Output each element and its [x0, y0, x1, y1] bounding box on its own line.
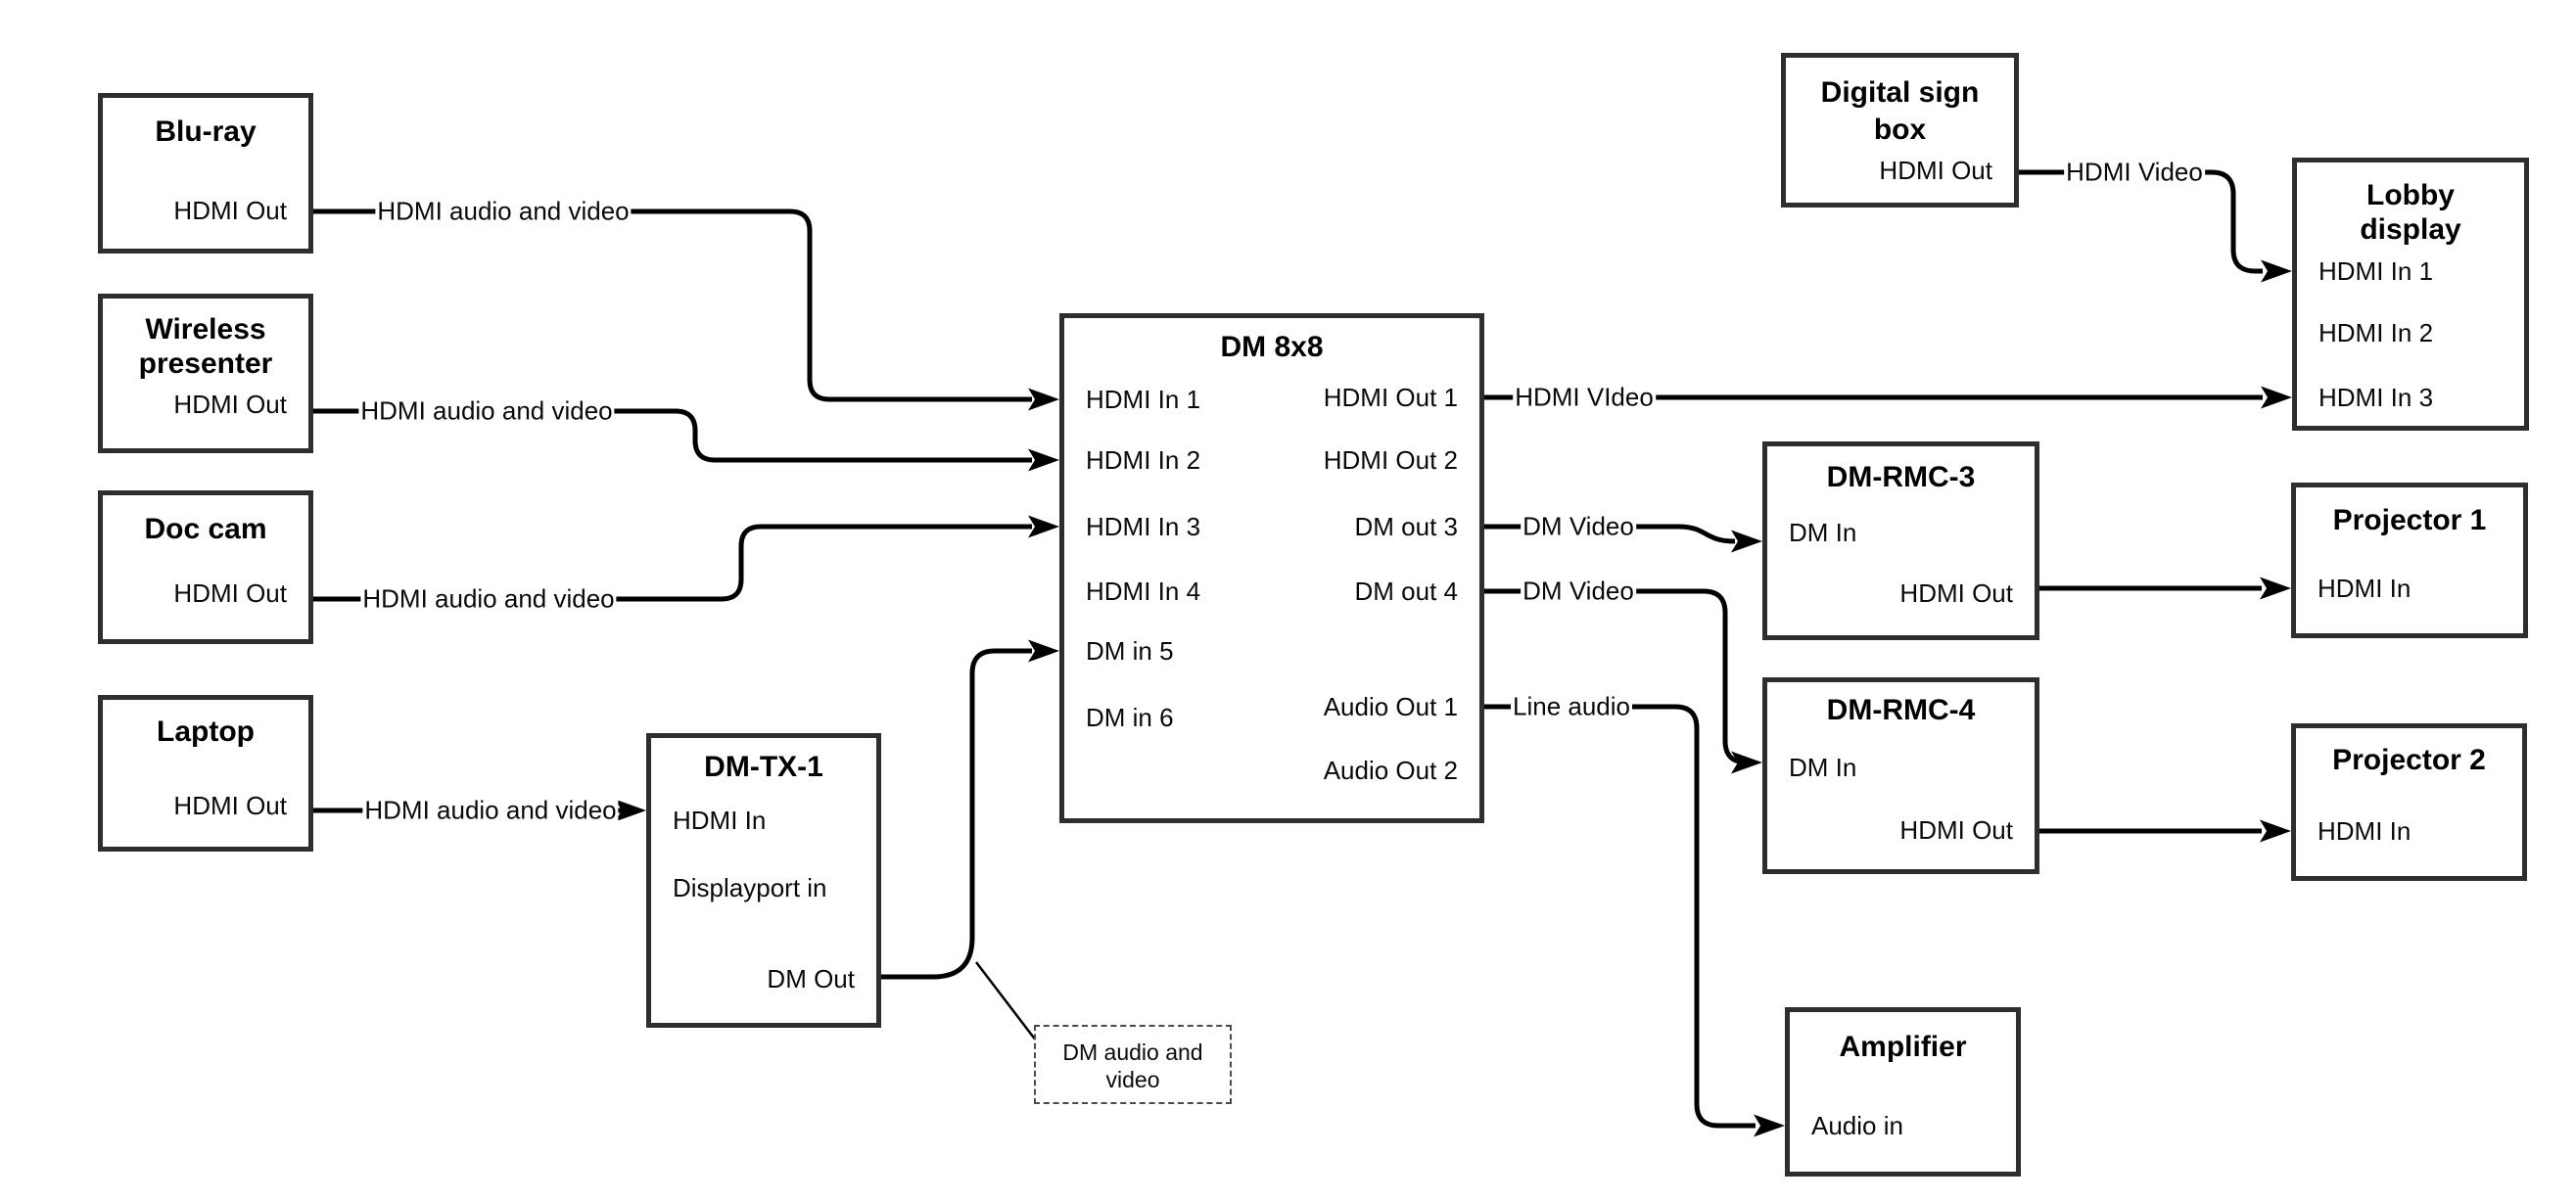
- connector-line-doccam-to-hdmi-in-3: [611, 524, 1032, 602]
- port-projector-1-hdmi-in: HDMI In: [2318, 574, 2412, 603]
- port-dm-8x8-dm-out-4: DM out 4: [1354, 577, 1459, 606]
- port-dm-8x8-hdmi-in-4: HDMI In 4: [1086, 577, 1201, 606]
- wire-label-audio-out-1-to-amplifier: Line audio: [1511, 691, 1632, 722]
- wire-label-dm-out-4-to-rmc4: DM Video: [1521, 576, 1636, 607]
- wire-label-hdmi-out-1-to-lobby: HDMI VIdeo: [1513, 382, 1656, 413]
- port-dm-rmc-4-hdmi-out: HDMI Out: [1899, 815, 2013, 845]
- port-dm-8x8-dm-out-3: DM out 3: [1354, 512, 1459, 541]
- port-dm-tx-1-displayport-in: Displayport in: [673, 873, 827, 902]
- arrowhead-icon: [1731, 530, 1762, 553]
- node-title-dm-rmc-3: DM-RMC-3: [1826, 461, 1976, 493]
- callout-pointer-line: [975, 961, 1037, 1041]
- node-title-dm-8x8: DM 8x8: [1220, 331, 1324, 363]
- port-digital-sign-box-hdmi-out: HDMI Out: [1879, 156, 1992, 185]
- arrowhead-icon: [1731, 751, 1762, 774]
- port-laptop-hdmi-out: HDMI Out: [173, 791, 287, 820]
- port-dm-rmc-4-dm-in: DM In: [1789, 753, 1857, 782]
- connector-line-bluray-to-hdmi-in-1: [624, 208, 1032, 402]
- node-title-projector-1: Projector 1: [2332, 504, 2487, 536]
- node-title-dm-tx-1: DM-TX-1: [704, 751, 823, 783]
- port-projector-2-hdmi-in: HDMI In: [2318, 816, 2412, 846]
- connector-line-dm-out-3-to-rmc3: [1633, 524, 1736, 544]
- node-title-lobby-display: Lobby: [2366, 179, 2455, 211]
- port-dm-8x8-hdmi-in-1: HDMI In 1: [1086, 385, 1201, 414]
- arrowhead-icon: [615, 799, 646, 822]
- wire-label-dm-out-3-to-rmc3: DM Video: [1521, 511, 1636, 542]
- port-lobby-display-hdmi-in-3: HDMI In 3: [2318, 383, 2434, 412]
- port-dm-rmc-3-dm-in: DM In: [1789, 518, 1857, 547]
- callout-text: video: [1105, 1067, 1160, 1092]
- connector-line-dmtx1-to-dm-in-5: [881, 648, 1032, 980]
- port-dm-8x8-hdmi-in-2: HDMI In 2: [1086, 445, 1201, 475]
- port-dm-8x8-hdmi-in-3: HDMI In 3: [1086, 512, 1201, 541]
- node-title-amplifier: Amplifier: [1839, 1031, 1967, 1063]
- wire-label-digital-sign-to-lobby: HDMI Video: [2064, 157, 2205, 188]
- port-dm-8x8-hdmi-out-1: HDMI Out 1: [1323, 383, 1458, 412]
- node-title-digital-sign-box: Digital sign: [1820, 76, 1980, 109]
- arrowhead-icon: [1028, 639, 1059, 663]
- connector-line-dm-out-4-to-rmc4: [1633, 588, 1748, 765]
- port-dm-8x8-audio-out-2: Audio Out 2: [1323, 756, 1458, 785]
- wire-label-doccam-to-hdmi-in-3: HDMI audio and video: [360, 583, 617, 615]
- arrowhead-icon: [2260, 819, 2291, 843]
- port-lobby-display-hdmi-in-2: HDMI In 2: [2318, 318, 2434, 347]
- port-dm-8x8-hdmi-out-2: HDMI Out 2: [1323, 445, 1458, 475]
- arrowhead-icon: [1028, 388, 1059, 411]
- arrowhead-icon: [1754, 1114, 1785, 1137]
- port-amplifier-audio-in: Audio in: [1811, 1111, 1903, 1140]
- node-projector-1: Projector 1 HDMI In: [2291, 483, 2528, 638]
- port-dm-8x8-dm-in-5: DM in 5: [1086, 636, 1174, 666]
- wire-label-wireless-to-hdmi-in-2: HDMI audio and video: [358, 395, 615, 427]
- arrowhead-icon: [2261, 386, 2292, 409]
- node-title-projector-2: Projector 2: [2332, 744, 2486, 776]
- node-title-lobby-display: display: [2360, 213, 2461, 246]
- node-title-wireless-presenter: presenter: [138, 347, 273, 380]
- node-dm-rmc-3: DM-RMC-3 DM In HDMI Out: [1762, 441, 2039, 640]
- node-projector-2: Projector 2 HDMI In: [2291, 723, 2527, 881]
- arrowhead-icon: [2260, 577, 2291, 600]
- wire-label-bluray-to-hdmi-in-1: HDMI audio and video: [375, 196, 632, 227]
- node-title-dm-rmc-4: DM-RMC-4: [1826, 694, 1976, 726]
- port-dm-8x8-audio-out-1: Audio Out 1: [1323, 692, 1458, 721]
- port-doc-cam-hdmi-out: HDMI Out: [173, 578, 287, 608]
- port-dm-tx-1-dm-out: DM Out: [767, 964, 855, 993]
- port-dm-tx-1-hdmi-in: HDMI In: [673, 806, 767, 835]
- port-dm-rmc-3-hdmi-out: HDMI Out: [1899, 578, 2013, 608]
- arrowhead-icon: [2261, 259, 2292, 283]
- connector-line-wireless-to-hdmi-in-2: [611, 408, 1032, 463]
- node-title-laptop: Laptop: [157, 716, 255, 748]
- arrowhead-icon: [1028, 448, 1059, 472]
- node-dm-rmc-4: DM-RMC-4 DM In HDMI Out: [1762, 677, 2039, 874]
- wire-label-laptop-to-dmtx1: HDMI audio and video: [362, 795, 619, 826]
- connector-line-digital-sign-to-lobby: [2201, 169, 2263, 274]
- port-bluray-hdmi-out: HDMI Out: [173, 196, 287, 225]
- arrowhead-icon: [1028, 515, 1059, 538]
- port-lobby-display-hdmi-in-1: HDMI In 1: [2318, 256, 2434, 286]
- node-title-wireless-presenter: Wireless: [145, 313, 266, 346]
- node-title-digital-sign-box: box: [1873, 114, 1927, 146]
- node-title-bluray: Blu-ray: [155, 115, 257, 148]
- port-wireless-presenter-hdmi-out: HDMI Out: [173, 390, 287, 419]
- port-dm-8x8-dm-in-6: DM in 6: [1086, 703, 1174, 732]
- callout-text: DM audio and: [1062, 1039, 1203, 1065]
- node-title-doc-cam: Doc cam: [144, 513, 267, 545]
- connector-line-audio-out-1-to-amplifier: [1628, 704, 1756, 1129]
